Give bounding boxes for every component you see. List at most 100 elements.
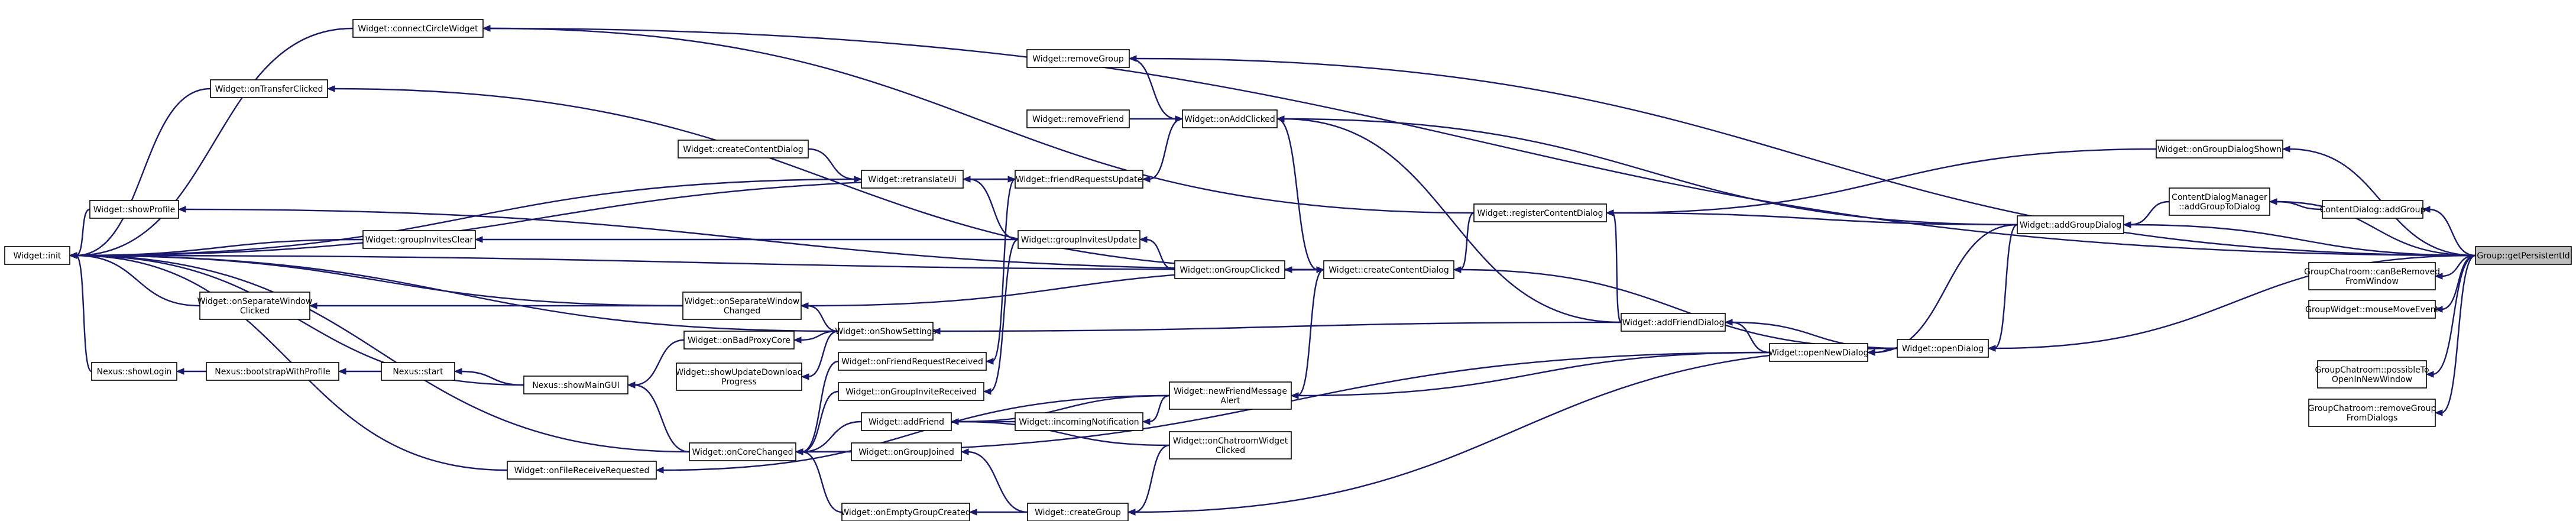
node-box xyxy=(1323,260,1454,279)
node-box xyxy=(2322,200,2423,219)
node-box xyxy=(683,331,795,350)
node-widget-onGroupClicked[interactable]: Widget::onGroupClicked xyxy=(1174,260,1285,279)
arrowhead xyxy=(801,373,809,380)
node-widget-onGroupDialogShown[interactable]: Widget::onGroupDialogShown xyxy=(2156,140,2283,158)
edge-group_getPersistentId-to-widget_openDialog xyxy=(1987,254,2476,352)
edge-widget_newFriendMessageAlert-to-widget_onFileReceiveRequested xyxy=(655,394,1170,474)
node-widget-onShowSettings[interactable]: Widget::onShowSettings xyxy=(835,322,937,341)
edge-group_getPersistentId-to-widget_addGroupDialog xyxy=(2123,221,2476,257)
arrowhead xyxy=(1007,176,1016,183)
graph-nodes: Widget::init Widget::connectCircleWidgetW… xyxy=(4,19,2572,521)
arrowhead xyxy=(854,176,863,183)
node-label: Nexus::start xyxy=(393,367,443,377)
node-widget-onTransferClicked[interactable]: Widget::onTransferClicked xyxy=(210,79,328,98)
edge-widget_createContentDialog_b-to-widget_init xyxy=(69,252,1324,271)
arrowhead xyxy=(1142,176,1151,183)
node-widget-createContentDialog-b[interactable]: Widget::createContentDialog xyxy=(1323,260,1454,279)
node-contentDialogManager-addGroupToDialog[interactable]: ContentDialogManager::addGroupToDialog xyxy=(2169,187,2270,216)
edge-nexus_start-to-nexus_bootstrapWithProfile xyxy=(338,368,381,375)
arrowhead xyxy=(1453,266,1462,273)
node-label: Widget::retranslateUi xyxy=(868,175,957,185)
node-box xyxy=(1015,412,1143,431)
arrowhead xyxy=(2282,145,2290,153)
node-label: Group::getPersistentId xyxy=(2477,251,2569,261)
node-widget-init[interactable]: Widget::init xyxy=(4,246,70,265)
node-widget-connectCircleWidget[interactable]: Widget::connectCircleWidget xyxy=(352,19,484,38)
node-label: Widget::onEmptyGroupCreated xyxy=(841,508,970,517)
node-nexus-showLogin[interactable]: Nexus::showLogin xyxy=(91,362,177,381)
edge-widget_groupInvitesUpdate-to-widget_onGroupInviteReceived xyxy=(983,238,1019,395)
node-label: GroupChatroom::removeGroup xyxy=(2308,404,2436,413)
node-widget-showProfile[interactable]: Widget::showProfile xyxy=(89,200,179,219)
node-group-getPersistentId[interactable]: Group::getPersistentId xyxy=(2475,246,2572,265)
node-label: Widget::incomingNotification xyxy=(1019,418,1139,427)
node-nexus-showMainGUI[interactable]: Nexus::showMainGUI xyxy=(523,376,628,394)
node-groupWidget-mouseMoveEvent[interactable]: GroupWidget::mouseMoveEvent xyxy=(2305,300,2439,319)
node-label: Widget::newFriendMessage xyxy=(1174,387,1287,396)
node-nexus-start[interactable]: Nexus::start xyxy=(381,362,455,381)
node-label: Clicked xyxy=(1216,446,1245,455)
node-widget-openDialog[interactable]: Widget::openDialog xyxy=(1897,339,1989,358)
node-label: Widget::init xyxy=(14,251,61,261)
node-widget-addFriendDialog[interactable]: Widget::addFriendDialog xyxy=(1621,313,1726,332)
arrowhead xyxy=(2123,221,2131,228)
node-widget-removeGroup[interactable]: Widget::removeGroup xyxy=(1026,49,1130,68)
arrowhead xyxy=(793,336,802,344)
node-widget-onGroupInviteReceived[interactable]: Widget::onGroupInviteReceived xyxy=(838,382,984,401)
node-widget-addFriend[interactable]: Widget::addFriend xyxy=(861,412,952,431)
node-widget-groupInvitesUpdate[interactable]: Widget::groupInvitesUpdate xyxy=(1018,230,1140,249)
arrowhead xyxy=(800,302,809,309)
node-label: Widget::onTransferClicked xyxy=(215,85,323,94)
arrowhead xyxy=(309,302,317,309)
node-label: Widget::groupInvitesUpdate xyxy=(1021,235,1138,245)
edge-widget_openDialog-to-widget_createContentDialog_b xyxy=(1453,266,1898,350)
node-box xyxy=(2475,246,2572,265)
node-label: Widget::onSeparateWindow xyxy=(197,297,313,306)
node-label: Widget::onGroupInviteReceived xyxy=(845,387,977,397)
node-widget-groupInvitesClear[interactable]: Widget::groupInvitesClear xyxy=(362,230,476,249)
node-widget-addGroupDialog[interactable]: Widget::addGroupDialog xyxy=(2017,215,2124,234)
node-label: Widget::onCoreChanged xyxy=(692,448,793,457)
node-contentDialog-addGroup[interactable]: ContentDialog::addGroup xyxy=(2320,200,2426,219)
node-widget-onGroupJoined[interactable]: Widget::onGroupJoined xyxy=(851,442,962,461)
node-widget-incomingNotification[interactable]: Widget::incomingNotification xyxy=(1015,412,1143,431)
node-nexus-bootstrapWithProfile[interactable]: Nexus::bootstrapWithProfile xyxy=(206,362,339,381)
edge-widget_onAddClicked-to-widget_friendRequestsUpdate xyxy=(1142,118,1183,183)
node-widget-onFileReceiveRequested[interactable]: Widget::onFileReceiveRequested xyxy=(507,461,657,480)
node-widget-openNewDialog[interactable]: Widget::openNewDialog xyxy=(1769,343,1869,362)
arrowhead xyxy=(1127,509,1136,516)
node-label: GroupChatroom::canBeRemoved xyxy=(2304,267,2440,277)
node-box xyxy=(2317,360,2427,389)
node-box xyxy=(1897,339,1989,358)
node-box xyxy=(851,442,962,461)
arrowhead xyxy=(1724,319,1733,326)
node-widget-createGroup[interactable]: Widget::createGroup xyxy=(1027,503,1129,521)
node-widget-onEmptyGroupCreated[interactable]: Widget::onEmptyGroupCreated xyxy=(841,503,971,521)
node-widget-friendRequestsUpdate[interactable]: Widget::friendRequestsUpdate xyxy=(1015,170,1143,189)
arrowhead xyxy=(2434,409,2443,416)
node-box xyxy=(1027,503,1129,521)
node-widget-createContentDialog-a[interactable]: Widget::createContentDialog xyxy=(678,140,809,158)
arrowhead xyxy=(177,206,186,213)
node-box xyxy=(381,362,455,381)
node-widget-retranslateUi[interactable]: Widget::retranslateUi xyxy=(861,170,964,189)
node-widget-onAddClicked[interactable]: Widget::onAddClicked xyxy=(1182,109,1278,128)
node-widget-onFriendRequestReceived[interactable]: Widget::onFriendRequestReceived xyxy=(838,352,987,371)
node-widget-onBadProxyCore[interactable]: Widget::onBadProxyCore xyxy=(683,331,795,350)
arrowhead xyxy=(1175,115,1184,122)
node-widget-registerContentDialog[interactable]: Widget::registerContentDialog xyxy=(1473,203,1607,222)
node-widget-onCoreChanged[interactable]: Widget::onCoreChanged xyxy=(689,442,796,461)
node-label: Widget::createContentDialog xyxy=(683,145,803,154)
arrowhead xyxy=(655,467,664,474)
edge-nexus_bootstrapWithProfile-to-nexus_showLogin xyxy=(176,368,206,375)
node-box xyxy=(89,200,179,219)
node-widget-removeFriend[interactable]: Widget::removeFriend xyxy=(1026,109,1130,128)
